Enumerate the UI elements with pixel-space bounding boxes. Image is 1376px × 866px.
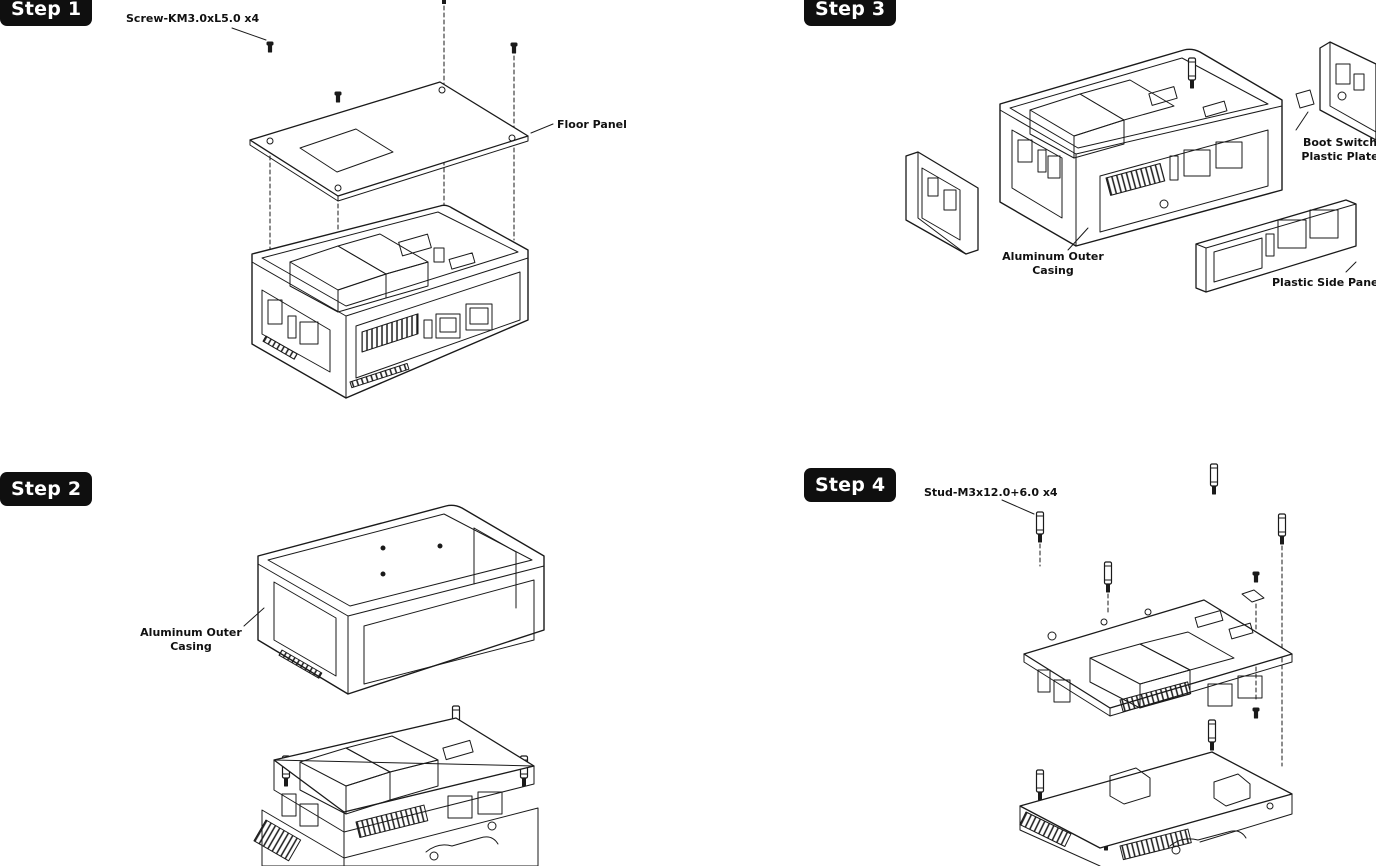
step2-casing-leader-line xyxy=(244,608,264,626)
floor-panel xyxy=(250,82,528,201)
stud-icon xyxy=(1277,513,1287,545)
screw-icon xyxy=(442,0,446,4)
boot-switch-plate-label-line2: Plastic Plate xyxy=(1301,150,1376,163)
step3-assembly xyxy=(906,42,1376,292)
boot-switch-plate-label-line1: Boot Switch xyxy=(1302,136,1376,149)
step2-board-stack xyxy=(254,705,538,866)
plastic-side-panel-label: Plastic Side Panel xyxy=(1272,276,1376,289)
stud-icon xyxy=(1209,463,1219,495)
floor-panel-label: Floor Panel xyxy=(557,118,627,131)
screw-icon xyxy=(334,91,342,103)
screw-leader-line xyxy=(232,28,266,40)
step2-assembly xyxy=(244,505,544,866)
plastic-side-panel xyxy=(1196,200,1356,292)
step-2-badge: Step 2 xyxy=(0,472,93,506)
step1-assembly xyxy=(232,0,553,398)
screw-icon xyxy=(266,41,274,53)
stud-leader-line xyxy=(1002,500,1034,514)
floor-panel-leader-line xyxy=(531,124,553,133)
boot-switch-leader-line xyxy=(1296,112,1308,130)
screw-icon xyxy=(1252,571,1260,583)
stud-icon xyxy=(1035,511,1045,543)
boot-switch-part xyxy=(1242,590,1264,602)
step4-assembly xyxy=(1002,463,1292,866)
boot-switch-plate-label: Boot Switch Plastic Plate xyxy=(1292,136,1376,164)
side-panel-leader-line xyxy=(1346,262,1356,272)
boot-switch-plastic-plate xyxy=(1296,42,1376,140)
screw-icon xyxy=(510,42,518,54)
step3-casing-label-line1: Aluminum Outer xyxy=(1002,250,1104,263)
step-1-badge: Step 1 xyxy=(0,0,93,26)
step2-casing xyxy=(258,505,544,694)
step4-guide-lines xyxy=(1040,544,1282,766)
step-3-badge: Step 3 xyxy=(804,0,897,26)
stud-callout-label: Stud-M3x12.0+6.0 x4 xyxy=(924,486,1058,499)
step2-casing-label: Aluminum Outer Casing xyxy=(132,626,250,654)
step2-casing-label-line1: Aluminum Outer xyxy=(140,626,242,639)
step3-casing-label: Aluminum Outer Casing xyxy=(994,250,1112,278)
screw-icon xyxy=(1252,707,1260,719)
step4-case-base xyxy=(1020,719,1292,866)
step3-casing-leader-line xyxy=(1068,228,1088,250)
step4-board xyxy=(1024,600,1292,716)
step3-casing-label-line2: Casing xyxy=(1032,264,1074,277)
screw-callout-label: Screw-KM3.0xL5.0 x4 xyxy=(126,12,260,25)
step1-case xyxy=(252,205,528,398)
step3-left-plastic-plate xyxy=(906,152,978,254)
stud-icon xyxy=(1103,561,1113,593)
step2-casing-label-line2: Casing xyxy=(170,640,212,653)
step-4-badge: Step 4 xyxy=(804,468,897,502)
step3-case xyxy=(1000,49,1282,246)
